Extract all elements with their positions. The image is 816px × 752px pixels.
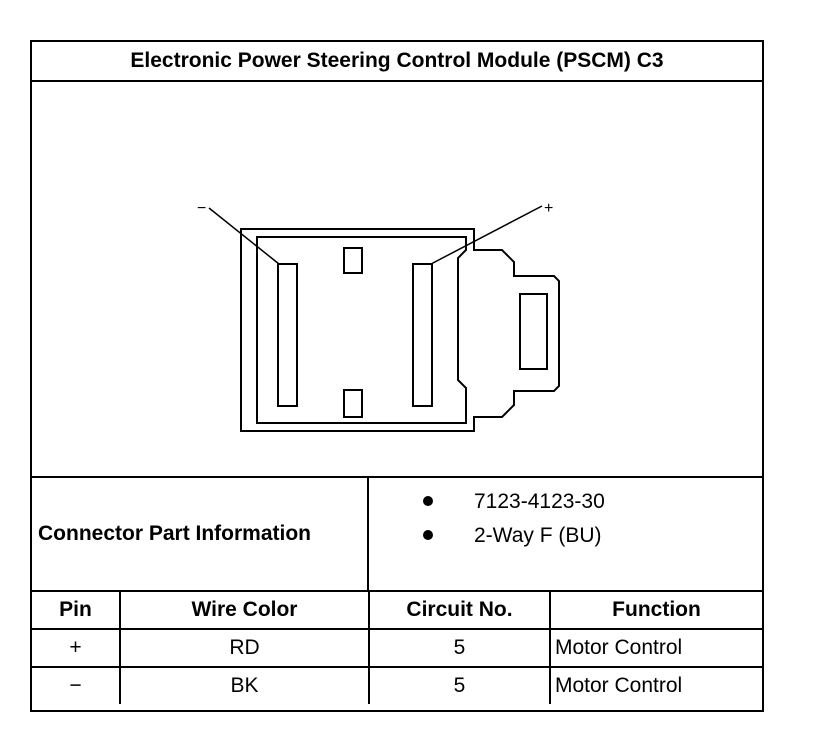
connector-drawing: − + bbox=[197, 200, 560, 432]
bullet-icon bbox=[423, 530, 433, 540]
cell-function: Motor Control bbox=[549, 628, 762, 668]
key-tab-top bbox=[343, 247, 363, 274]
key-tab-bottom bbox=[343, 389, 363, 418]
pin-table-header: Pin Wire Color Circuit No. Function bbox=[32, 592, 762, 630]
table-row: − BK 5 Motor Control bbox=[32, 666, 762, 704]
terminal-positive bbox=[412, 263, 433, 407]
pin-label-positive: + bbox=[544, 200, 553, 217]
pin-label-negative: − bbox=[197, 200, 206, 217]
header-function: Function bbox=[549, 592, 762, 630]
leader-line-negative bbox=[208, 207, 280, 265]
pin-table: Pin Wire Color Circuit No. Function + RD… bbox=[32, 592, 762, 704]
connector-info-label: Connector Part Information bbox=[32, 478, 369, 590]
bullet-icon bbox=[423, 496, 433, 506]
cell-pin: − bbox=[32, 666, 121, 704]
header-circuit: Circuit No. bbox=[368, 592, 551, 630]
leader-line-positive bbox=[430, 205, 543, 265]
connector-diagram: − + bbox=[32, 82, 762, 476]
cell-wire-color: BK bbox=[119, 666, 370, 704]
cell-circuit: 5 bbox=[368, 666, 551, 704]
connector-info-list: 7123-4123-30 2-Way F (BU) bbox=[369, 478, 762, 590]
connector-housing-inner bbox=[256, 236, 467, 424]
terminal-negative bbox=[277, 263, 298, 407]
table-row: + RD 5 Motor Control bbox=[32, 628, 762, 668]
cell-circuit: 5 bbox=[368, 628, 551, 668]
cell-function: Motor Control bbox=[549, 666, 762, 704]
cell-wire-color: RD bbox=[119, 628, 370, 668]
connector-info-item: 7123-4123-30 bbox=[369, 487, 762, 517]
connector-latch bbox=[519, 293, 548, 370]
cell-pin: + bbox=[32, 628, 121, 668]
header-pin: Pin bbox=[32, 592, 121, 630]
connector-info-item: 2-Way F (BU) bbox=[369, 521, 762, 551]
connector-info-row: Connector Part Information 7123-4123-30 … bbox=[32, 476, 762, 592]
header-wire-color: Wire Color bbox=[119, 592, 370, 630]
connector-table-frame: Electronic Power Steering Control Module… bbox=[30, 40, 764, 712]
page-title: Electronic Power Steering Control Module… bbox=[32, 42, 762, 82]
connector-housing-outer bbox=[240, 228, 560, 432]
